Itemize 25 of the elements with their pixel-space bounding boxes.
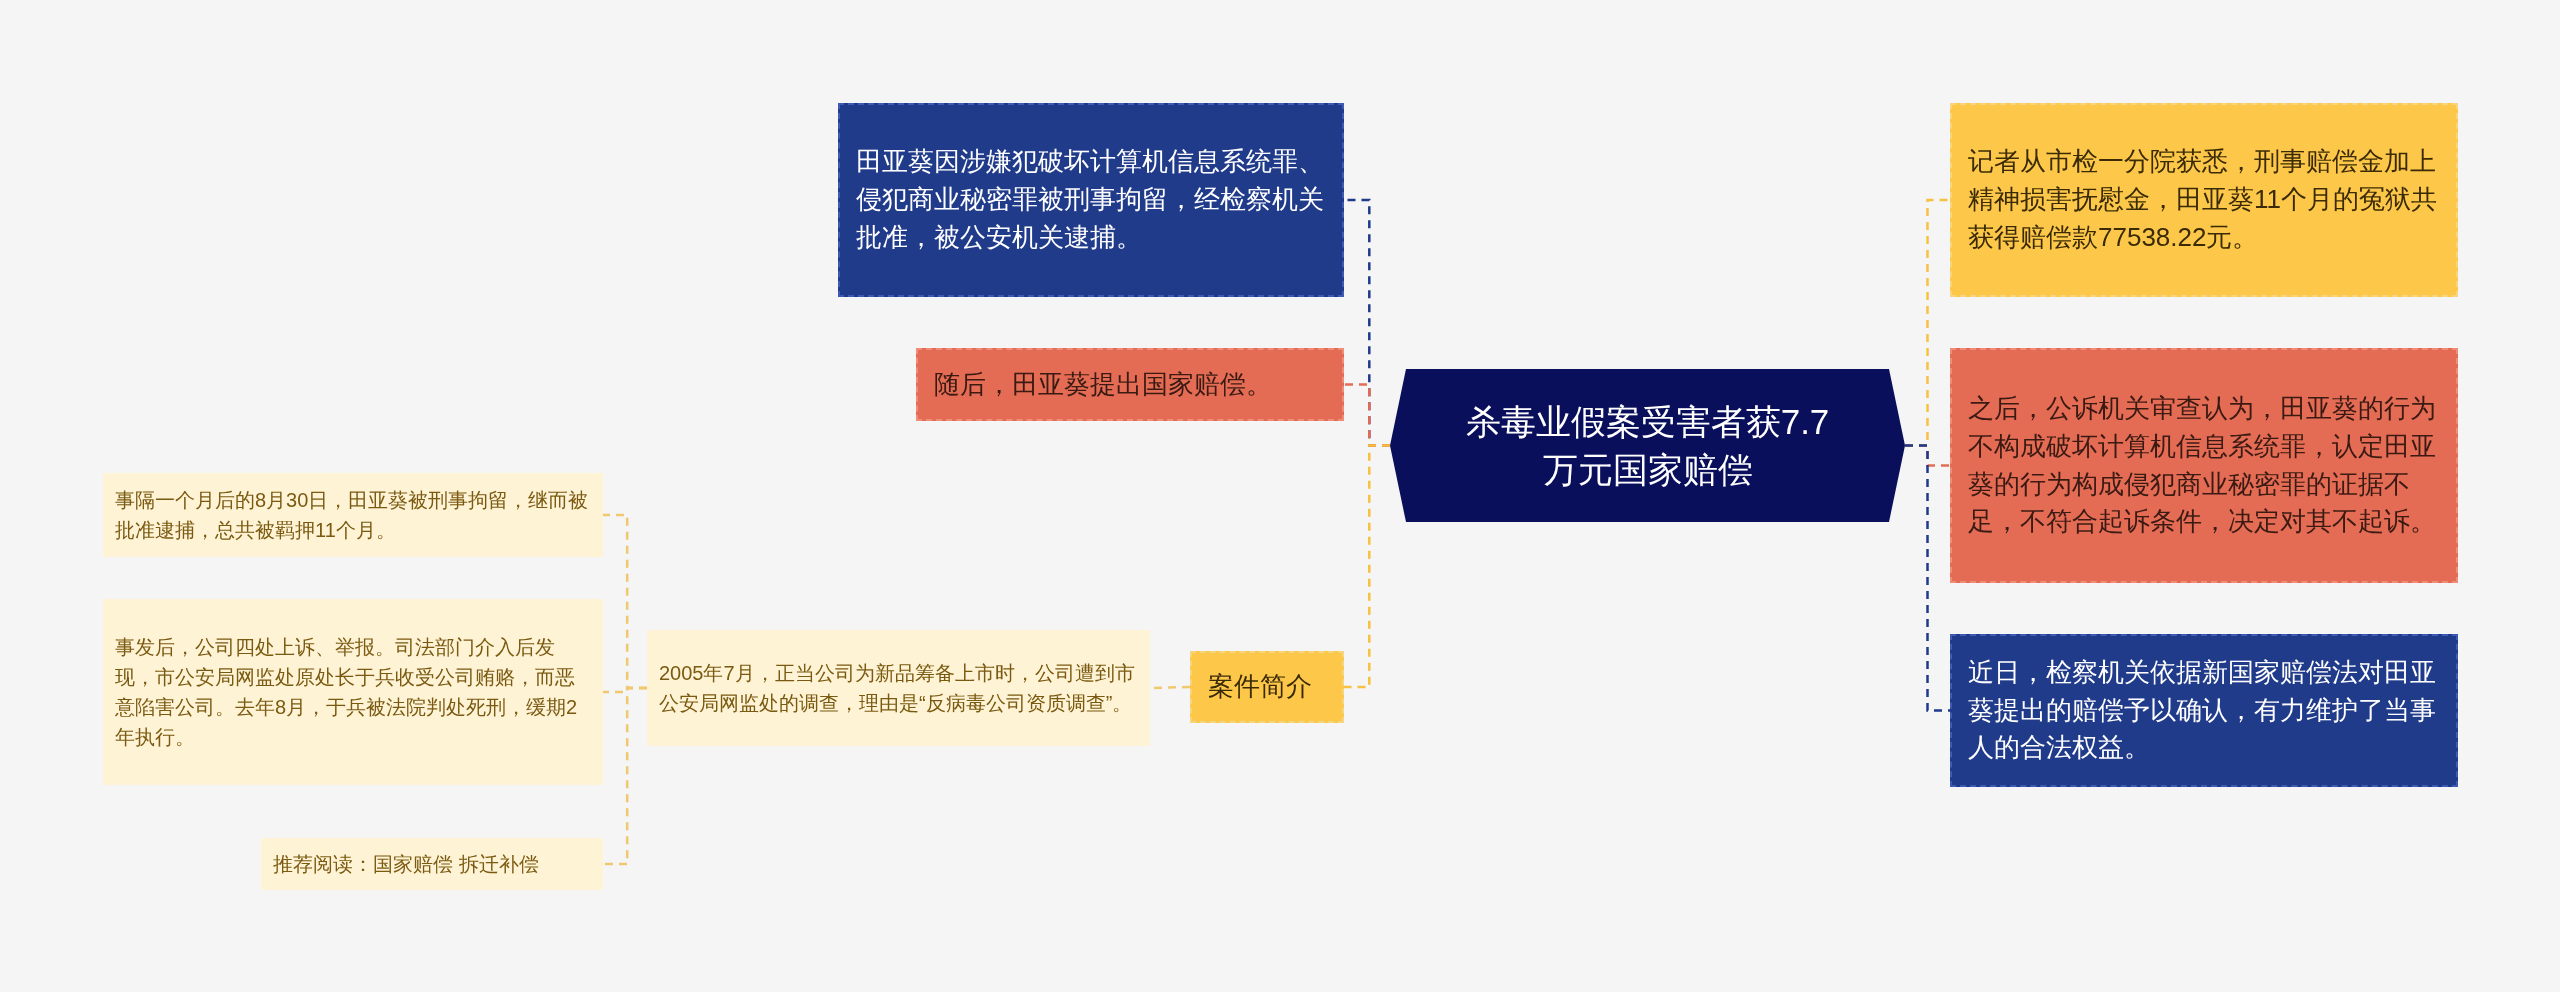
node-text: 记者从市检一分院获悉，刑事赔偿金加上精神损害抚慰金，田亚葵11个月的冤狱共获得赔偿款77538.22元。	[1968, 145, 2438, 254]
node-text: 事隔一个月后的8月30日，田亚葵被刑事拘留，继而被批准逮捕，总共被羁押11个月。	[115, 488, 590, 543]
topic-box	[916, 348, 1344, 421]
node-text: 之后，公诉机关审查认为，田亚葵的行为不构成破坏计算机信息系统罪，认定田亚葵的行为构成侵犯商业秘密罪的证据不足，不符合起诉条件，决定对其不起诉。	[1968, 392, 2437, 539]
topic-box	[1950, 634, 2458, 787]
connector	[1344, 444, 1390, 689]
note-box	[103, 473, 603, 557]
node-text: 近日，检察机关依据新国家赔偿法对田亚葵提出的赔偿予以确认，有力维护了当事人的合法权益。	[1968, 655, 2437, 765]
node-text: 案件简介	[1208, 670, 1313, 704]
topic-box	[1950, 103, 2458, 297]
connector	[603, 686, 647, 866]
topic-box	[1190, 651, 1344, 723]
note-box	[103, 599, 603, 785]
topic-box	[838, 103, 1344, 297]
node-text: 推荐阅读：国家赔偿 拆迁补偿	[273, 852, 540, 877]
node-text: 田亚葵因涉嫌犯破坏计算机信息系统罪、侵犯商业秘密罪被刑事拘留，经检察机关批准，被公安机关逮捕。	[856, 145, 1325, 254]
title-hexagon	[1390, 369, 1905, 522]
node-text: 随后，田亚葵提出国家赔偿。	[934, 367, 1273, 401]
node-text: 事发后，公司四处上诉、举报。司法部门介入后发现，市公安局网监处原处长于兵收受公司贿赂，而恶意陷害公司。去年8月，于兵被法院判处死刑，缓期2年执行。	[115, 635, 579, 750]
topic-box	[1950, 348, 2458, 583]
note-box	[647, 630, 1150, 746]
node-text: 杀毒业假案受害者获7.7万元国家赔偿	[1464, 401, 1831, 491]
connector	[1905, 444, 1950, 712]
node-text: 2005年7月，正当公司为新品筹备上市时，公司遭到市公安局网监处的调查，理由是“反病毒公司资质调查”。	[659, 661, 1136, 716]
note-box	[261, 838, 603, 890]
